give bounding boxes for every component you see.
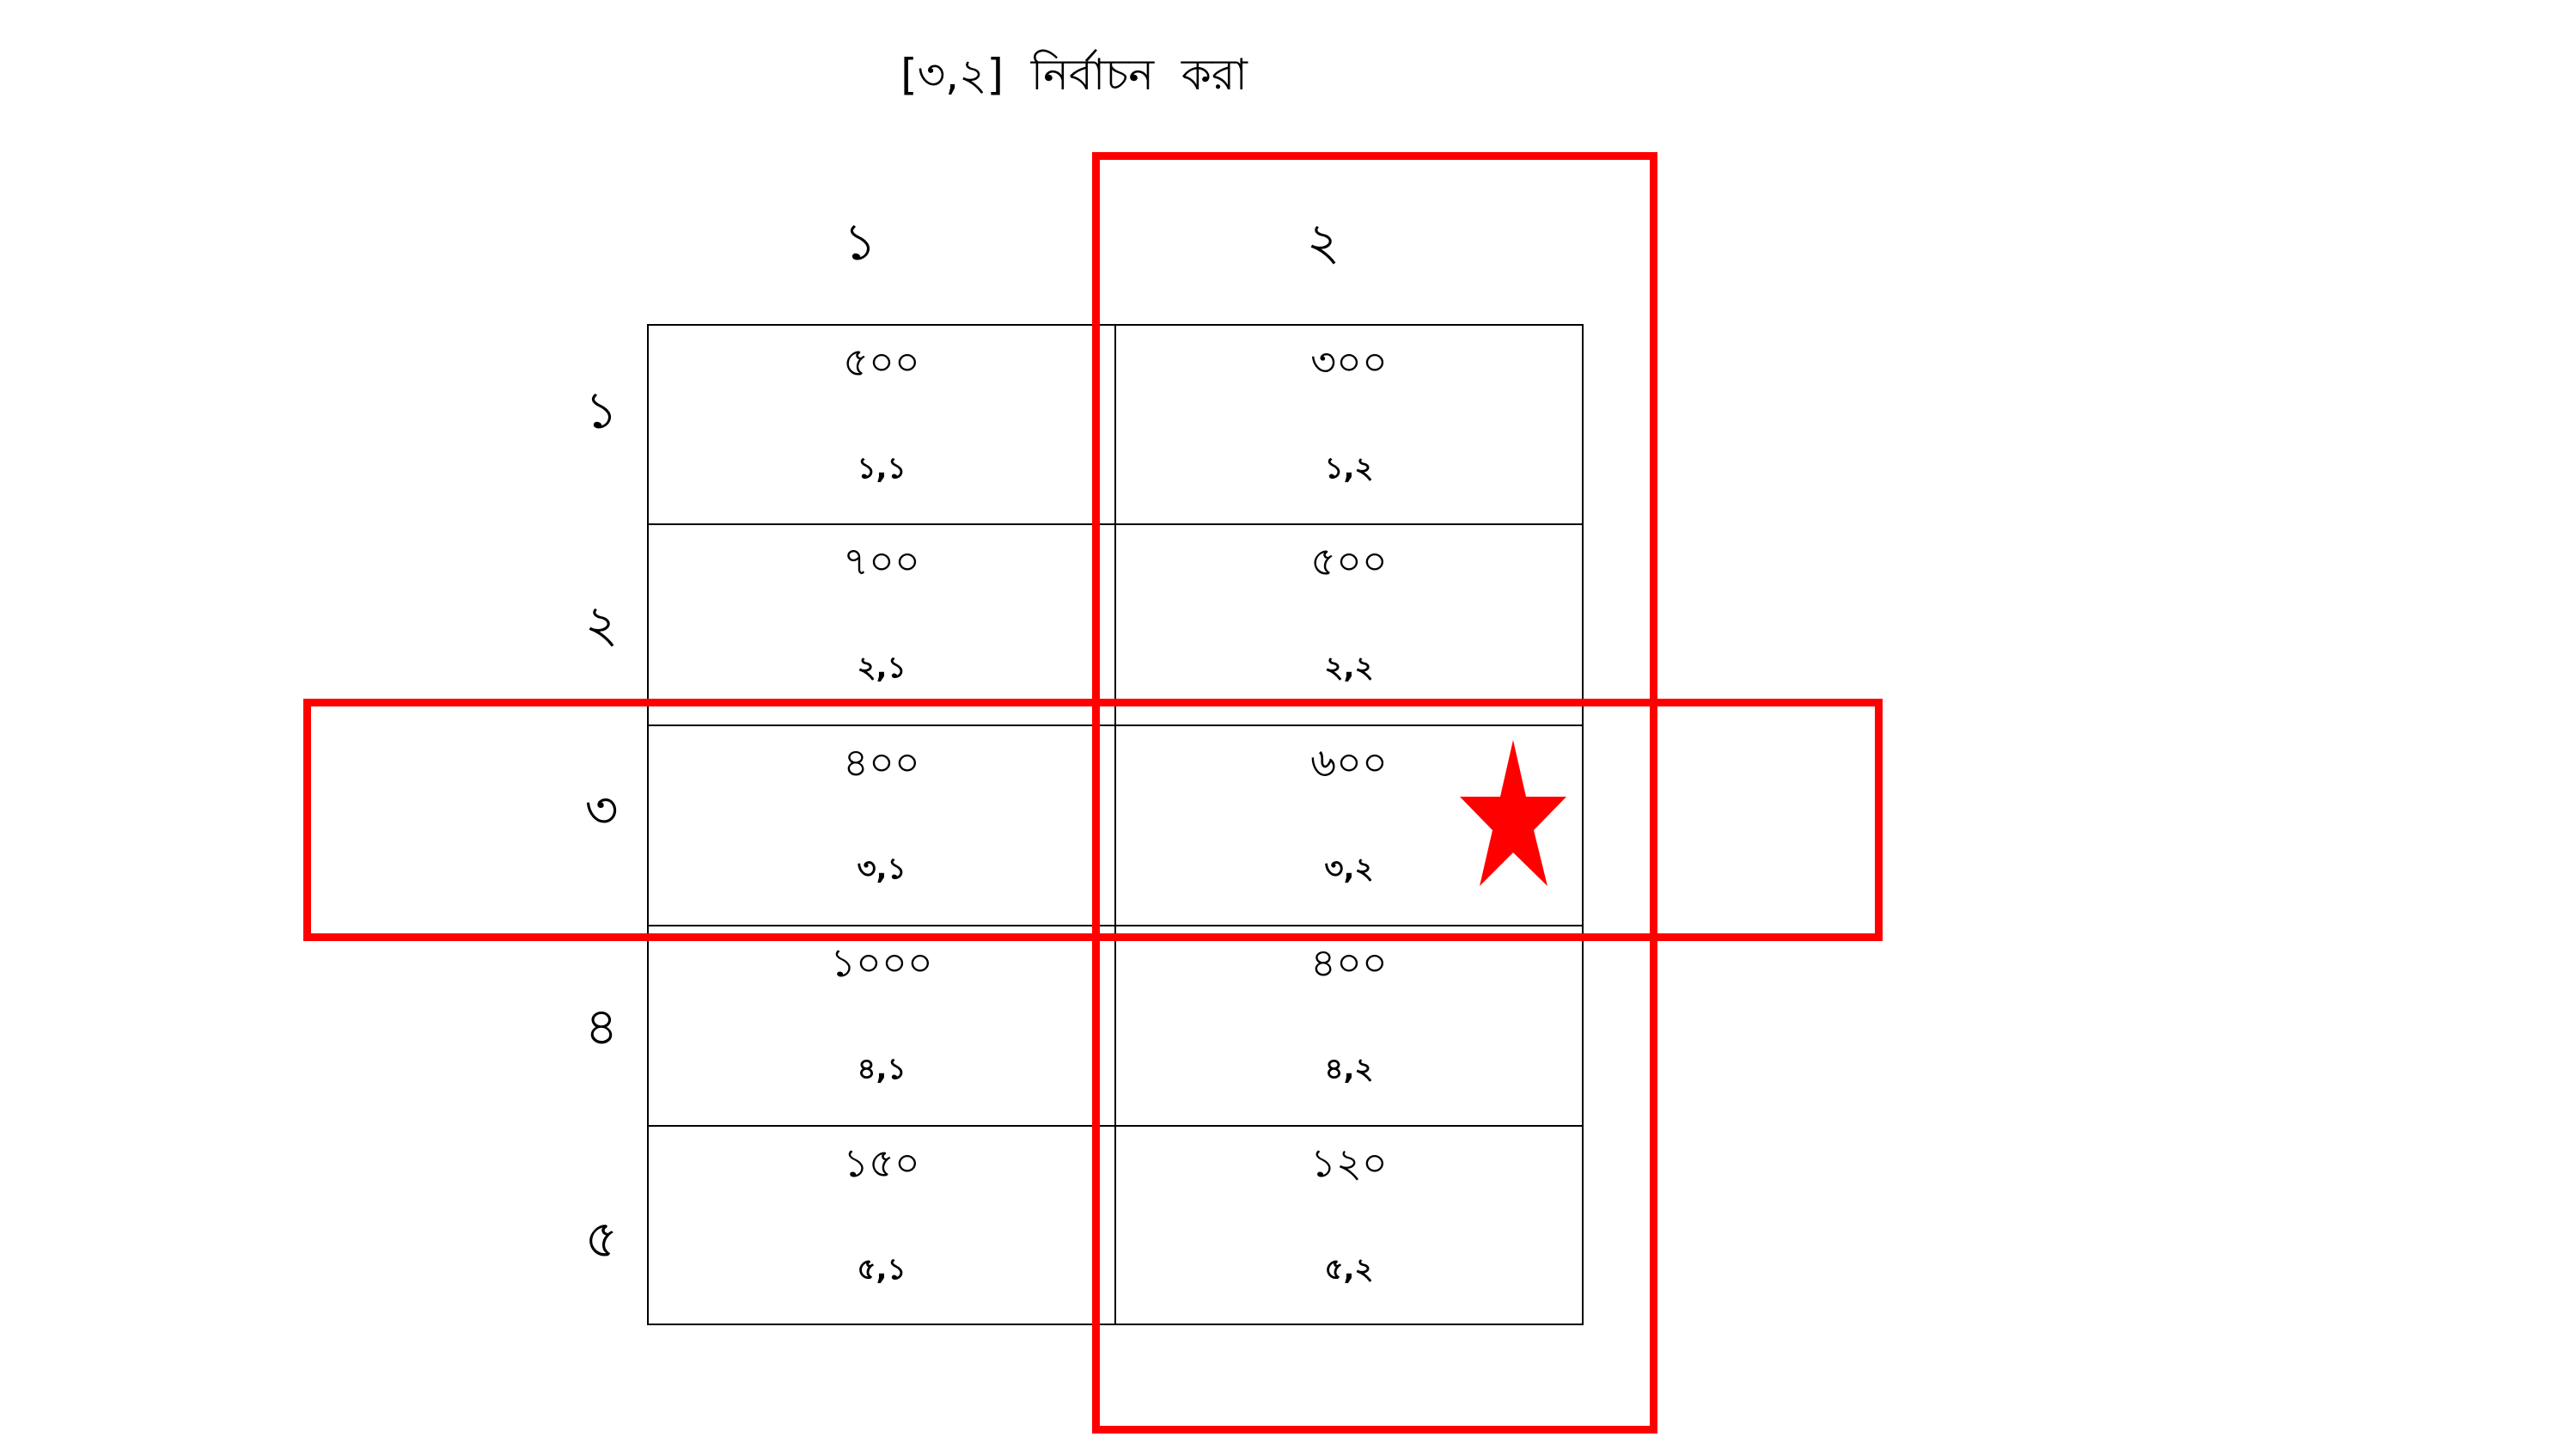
matrix-cell-4-2[interactable]: ৪০০ ৪,২ bbox=[1116, 926, 1582, 1127]
column-header-2: ২ bbox=[1306, 212, 1340, 272]
matrix-cell-3-2[interactable]: ৬০০ ৩,২ bbox=[1116, 726, 1582, 926]
cell-index: ৫,২ bbox=[1324, 1252, 1374, 1287]
cell-index: ১,১ bbox=[857, 451, 906, 486]
cell-index: ২,২ bbox=[1324, 651, 1374, 685]
matrix-cell-2-1[interactable]: ৭০০ ২,১ bbox=[649, 525, 1116, 726]
cell-index: ২,১ bbox=[857, 651, 906, 685]
row-header-1: ১ bbox=[584, 381, 619, 441]
cell-value: ৬০০ bbox=[1310, 739, 1388, 786]
cell-value: ৪০০ bbox=[843, 739, 920, 786]
matrix-cell-1-2[interactable]: ৩০০ ১,২ bbox=[1116, 326, 1582, 525]
matrix-cell-5-2[interactable]: ১২০ ৫,২ bbox=[1116, 1127, 1582, 1324]
matrix-cell-2-2[interactable]: ৫০০ ২,২ bbox=[1116, 525, 1582, 726]
matrix-cell-3-1[interactable]: ৪০০ ৩,১ bbox=[649, 726, 1116, 926]
column-header-1: ১ bbox=[843, 212, 877, 272]
cell-value: ৭০০ bbox=[843, 538, 920, 584]
cell-index: ৫,১ bbox=[857, 1252, 906, 1287]
cell-index: ৩,২ bbox=[1324, 852, 1374, 886]
cell-value: ৫০০ bbox=[1310, 538, 1388, 584]
star-icon bbox=[1460, 740, 1566, 886]
row-header-2: ২ bbox=[584, 595, 619, 655]
cell-value: ৪০০ bbox=[1310, 939, 1388, 986]
cell-value: ১২০ bbox=[1310, 1140, 1388, 1186]
matrix-grid: ৫০০ ১,১ ৩০০ ১,২ ৭০০ ২,১ ৫০০ ২,২ ৪০০ ৩,১ … bbox=[647, 324, 1584, 1325]
cell-value: ১৫০ bbox=[843, 1140, 920, 1186]
cell-value: ১০০০ bbox=[830, 939, 933, 986]
cell-value: ৩০০ bbox=[1310, 339, 1388, 385]
cell-index: ৪,১ bbox=[857, 1052, 906, 1086]
cell-index: ৩,১ bbox=[857, 852, 906, 886]
row-header-5: ৫ bbox=[584, 1209, 619, 1269]
row-header-4: ৪ bbox=[584, 997, 619, 1057]
cell-index: ১,২ bbox=[1324, 451, 1374, 486]
cell-index: ৪,২ bbox=[1324, 1052, 1374, 1086]
matrix-cell-1-1[interactable]: ৫০০ ১,১ bbox=[649, 326, 1116, 525]
selection-title: [৩,২] নির্বাচন করা bbox=[900, 50, 1248, 100]
matrix-cell-4-1[interactable]: ১০০০ ৪,১ bbox=[649, 926, 1116, 1127]
row-header-3: ৩ bbox=[584, 780, 619, 841]
cell-value: ৫০০ bbox=[843, 339, 920, 385]
matrix-cell-5-1[interactable]: ১৫০ ৫,১ bbox=[649, 1127, 1116, 1324]
